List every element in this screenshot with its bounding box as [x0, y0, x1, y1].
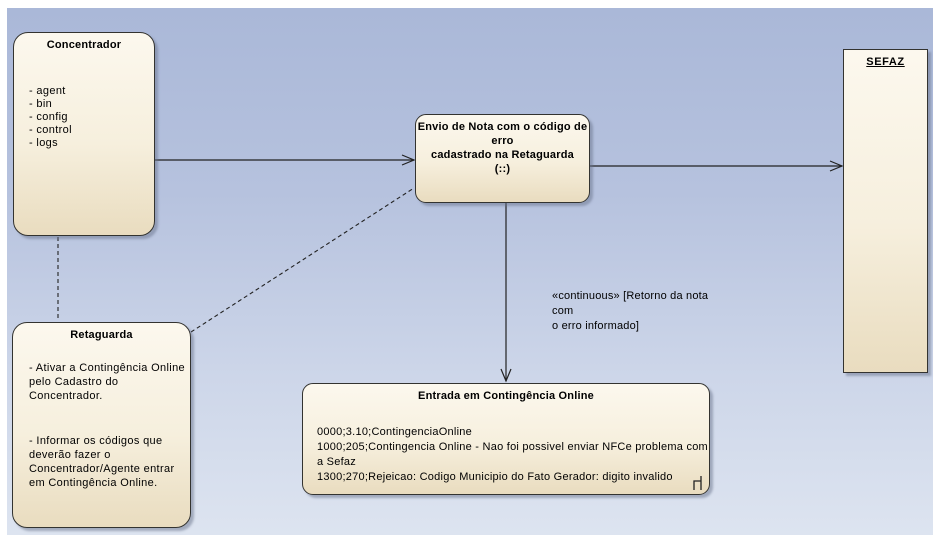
node-entrada-contingencia[interactable]: Entrada em Contingência Online 0000;3.10…	[302, 383, 710, 495]
retaguarda-note-2: - Informar os códigos que deverão fazer …	[29, 435, 175, 489]
list-item: - logs	[29, 137, 58, 149]
list-item: - config	[29, 111, 68, 123]
node-concentrador[interactable]: Concentrador - agent - bin - config - co…	[13, 32, 155, 236]
node-retaguarda-title: Retaguarda	[70, 329, 133, 341]
list-item: - control	[29, 124, 72, 136]
node-sefaz-title: SEFAZ	[866, 56, 905, 68]
node-concentrador-title: Concentrador	[46, 39, 122, 51]
code-line: 0000;3.10;ContingenciaOnline	[317, 426, 473, 438]
retaguarda-note-1: - Ativar a Contingência Online pelo Cada…	[29, 362, 186, 402]
node-retaguarda[interactable]: Retaguarda - Ativar a Contingência Onlin…	[12, 322, 191, 528]
code-line: 1300;270;Rejeicao: Codigo Municipio do F…	[317, 471, 673, 483]
node-entrada-title: Entrada em Contingência Online	[418, 390, 594, 402]
code-line: 1000;205;Contingencia Online - Nao foi p…	[317, 441, 708, 468]
composite-indicator-icon	[693, 476, 702, 490]
node-envio-title: Envio de Nota com o código de erro cadas…	[417, 121, 588, 175]
edge-label-continuous: «continuous» [Retorno da nota com o erro…	[552, 290, 709, 332]
entrada-code-list: 0000;3.10;ContingenciaOnline 1000;205;Co…	[317, 425, 709, 485]
node-sefaz[interactable]: SEFAZ	[843, 49, 928, 373]
node-envio-de-nota[interactable]: Envio de Nota com o código de erro cadas…	[415, 114, 590, 203]
list-item: - agent	[29, 85, 66, 97]
list-item: - bin	[29, 98, 53, 110]
concentrador-item-list: - agent - bin - config - control - logs	[29, 85, 72, 150]
